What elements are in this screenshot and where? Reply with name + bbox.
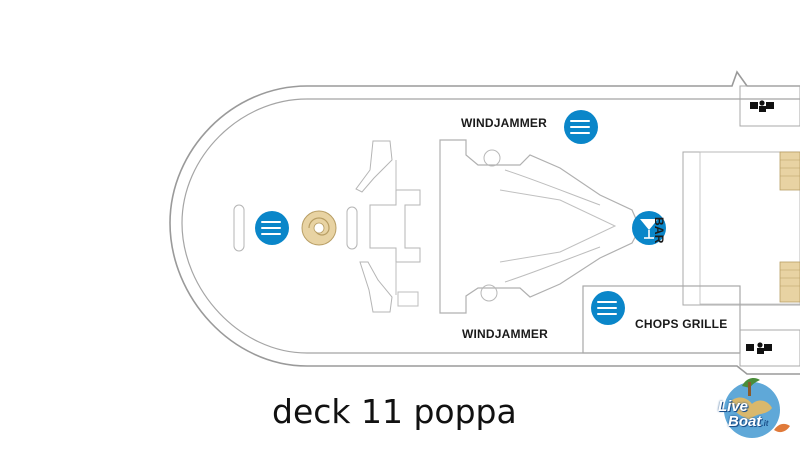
logo-line-2: Boat	[728, 413, 762, 430]
buffet-inner-line	[499, 189, 617, 263]
restroom-box-upper	[739, 85, 800, 127]
chops-grille-room	[582, 285, 741, 354]
seating-slot-left	[233, 204, 245, 252]
venue-label-windjammer-upper: WINDJAMMER	[461, 116, 547, 130]
restroom-icon	[750, 100, 774, 112]
venue-label-chops-grille: CHOPS GRILLE	[635, 317, 728, 331]
counter-lower	[359, 261, 393, 313]
dining-cutlery-icon	[591, 291, 625, 325]
logo-line-1: Live	[718, 398, 749, 415]
stairs-lower	[779, 261, 800, 303]
liveboat-logo: Live Boat.it	[712, 372, 796, 446]
dining-cutlery-icon	[564, 110, 598, 144]
deck-caption: deck 11 poppa	[272, 392, 517, 431]
hull-outline-outer	[169, 70, 800, 375]
venue-label-bar: BAR	[652, 217, 666, 244]
cocktail-glass-icon	[632, 211, 666, 245]
venue-label-windjammer-lower: WINDJAMMER	[462, 327, 548, 341]
seating-slot-right	[346, 206, 358, 250]
dining-cutlery-icon	[255, 211, 289, 245]
restroom-icon	[746, 342, 772, 354]
logo-text: Live Boat.it	[718, 399, 768, 431]
inner-structure	[699, 151, 800, 305]
serving-block	[369, 189, 421, 263]
stairs-upper	[779, 151, 800, 191]
logo-suffix: .it	[761, 419, 769, 428]
hull-outline-inner	[181, 98, 800, 354]
counter-upper	[355, 140, 393, 193]
pastry-cafe-icon	[301, 210, 337, 246]
buffet-structure	[439, 139, 641, 314]
globe-logo-icon	[724, 378, 790, 438]
